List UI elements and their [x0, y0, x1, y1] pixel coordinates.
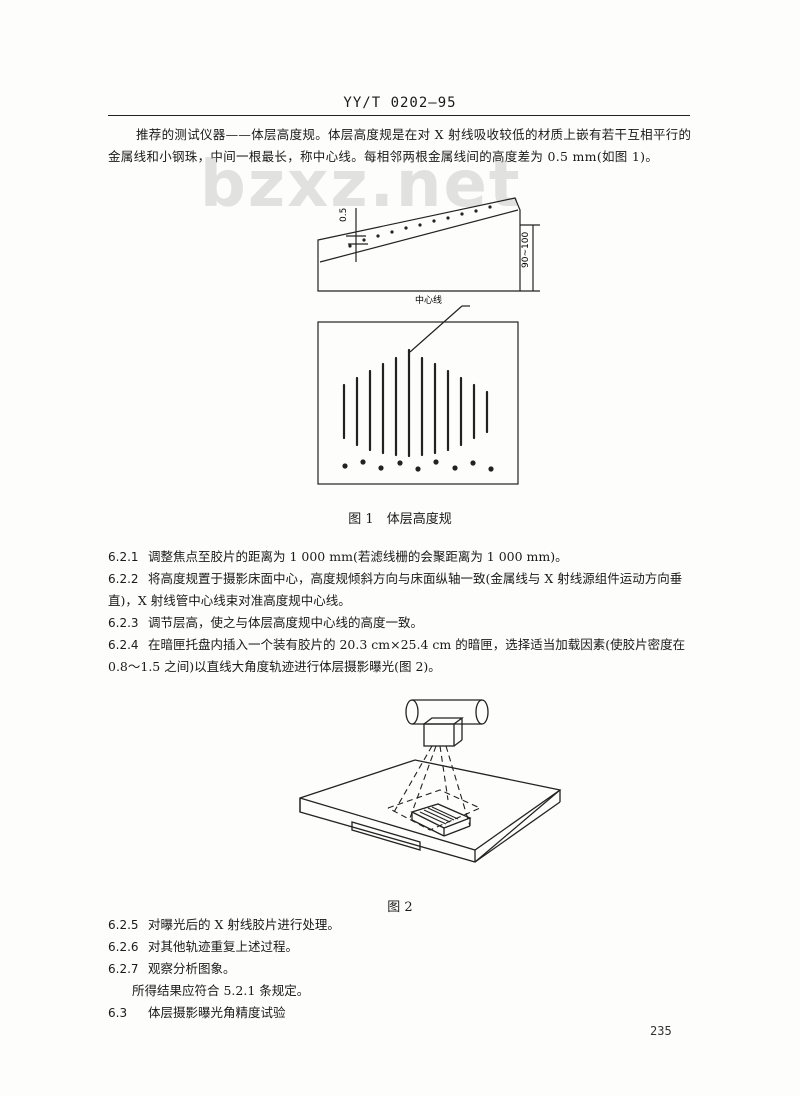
gauge-top-view — [317, 321, 519, 485]
header-rule — [108, 115, 690, 116]
table-top — [299, 759, 562, 863]
slope-dots — [348, 205, 492, 248]
document-header: YY/T 0202—95 — [343, 95, 457, 111]
page-number: 235 — [650, 1024, 672, 1038]
metal-lines — [342, 348, 489, 458]
gauge-slope-line — [319, 209, 519, 263]
gauge-side-view — [317, 197, 521, 292]
tube-end-left — [405, 699, 419, 725]
gauge-ticks — [419, 806, 459, 825]
x-ray-beam — [387, 745, 482, 831]
label-0-5: 0.5 — [339, 208, 349, 222]
intro-paragraph: 推荐的测试仪器——体层高度规。体层高度规是在对 X 射线吸收较低的材质上嵌有若干… — [108, 127, 692, 164]
cassette-tray — [351, 821, 421, 851]
figure-1-caption: 图 1 体层高度规 — [348, 512, 452, 527]
figure-2-caption: 图 2 — [387, 900, 413, 915]
collimator-box — [423, 723, 455, 747]
result-line: 所得结果应符合 5.2.1 条规定。 — [132, 983, 310, 998]
label-height-range: 90~100 — [521, 232, 531, 268]
figure-1-diagram: 0.5 90~100 中心线 — [317, 197, 540, 485]
watermark: bzxz.net — [200, 148, 522, 222]
label-center-line: 中心线 — [415, 294, 442, 306]
figure-2-diagram — [299, 699, 562, 863]
center-line-pointer — [409, 305, 463, 353]
steel-balls — [342, 459, 494, 472]
tube-end-right — [475, 699, 489, 725]
